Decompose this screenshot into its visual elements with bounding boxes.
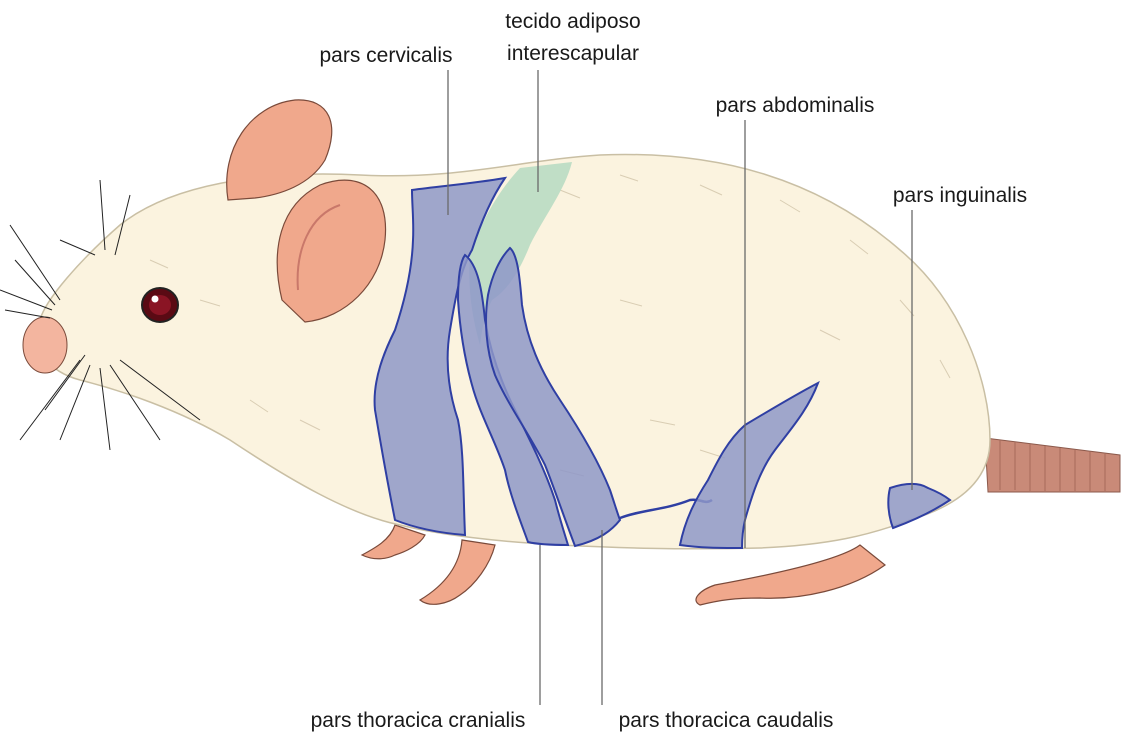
label-tecido-adiposo-line1: tecido adiposo xyxy=(505,10,640,33)
tail xyxy=(985,438,1120,492)
label-pars-cervicalis: pars cervicalis xyxy=(319,44,452,67)
label-tecido-adiposo-line2: interescapular xyxy=(507,42,639,65)
nose xyxy=(23,317,67,373)
label-pars-inguinalis: pars inguinalis xyxy=(893,184,1027,207)
hind-foot xyxy=(696,545,885,605)
label-pars-thoracica-cranialis: pars thoracica cranialis xyxy=(311,709,526,732)
front-foot-left xyxy=(362,525,425,559)
front-foot-right xyxy=(420,540,495,604)
label-pars-abdominalis: pars abdominalis xyxy=(716,94,875,117)
eye xyxy=(142,288,178,322)
label-pars-thoracica-caudalis: pars thoracica caudalis xyxy=(619,709,834,732)
